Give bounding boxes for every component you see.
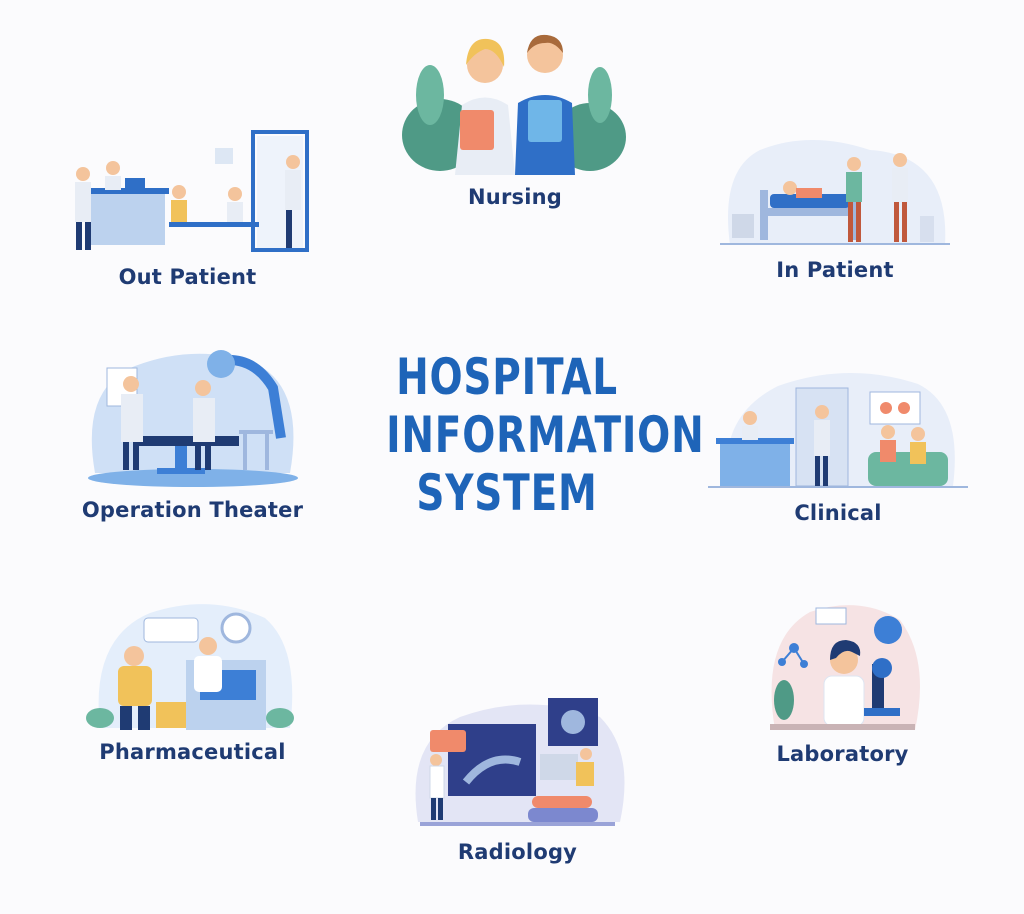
module-clinical: Clinical: [708, 366, 968, 525]
label-out-patient: Out Patient: [118, 265, 257, 289]
laboratory-illustration: [770, 605, 920, 730]
label-operation-theater: Operation Theater: [81, 498, 304, 522]
title-line-1: HOSPITAL: [396, 348, 618, 406]
module-laboratory: Laboratory: [760, 600, 925, 766]
operation-theater-illustration: [88, 350, 298, 487]
pharmaceutical-illustration: [86, 604, 294, 730]
title-line-3: SYSTEM: [416, 464, 598, 522]
nursing-illustration: [402, 34, 626, 175]
radiology-illustration: [415, 698, 625, 826]
label-radiology: Radiology: [457, 840, 578, 864]
in-patient-illustration: [720, 140, 950, 245]
label-pharmaceutical: Pharmaceutical: [99, 740, 286, 764]
label-nursing: Nursing: [468, 185, 562, 209]
module-operation-theater: Operation Theater: [75, 348, 310, 522]
module-out-patient: Out Patient: [65, 130, 310, 289]
out-patient-illustration: [75, 130, 309, 252]
module-radiology: Radiology: [400, 692, 635, 864]
module-nursing: Nursing: [400, 25, 630, 209]
clinical-illustration: [708, 372, 968, 488]
label-in-patient: In Patient: [776, 258, 894, 282]
module-in-patient: In Patient: [720, 130, 950, 282]
module-pharmaceutical: Pharmaceutical: [80, 598, 305, 764]
title-line-2: INFORMATION: [386, 406, 705, 464]
label-clinical: Clinical: [794, 501, 882, 525]
diagram-title: HOSPITAL INFORMATION SYSTEM: [352, 348, 705, 526]
label-laboratory: Laboratory: [776, 742, 909, 766]
